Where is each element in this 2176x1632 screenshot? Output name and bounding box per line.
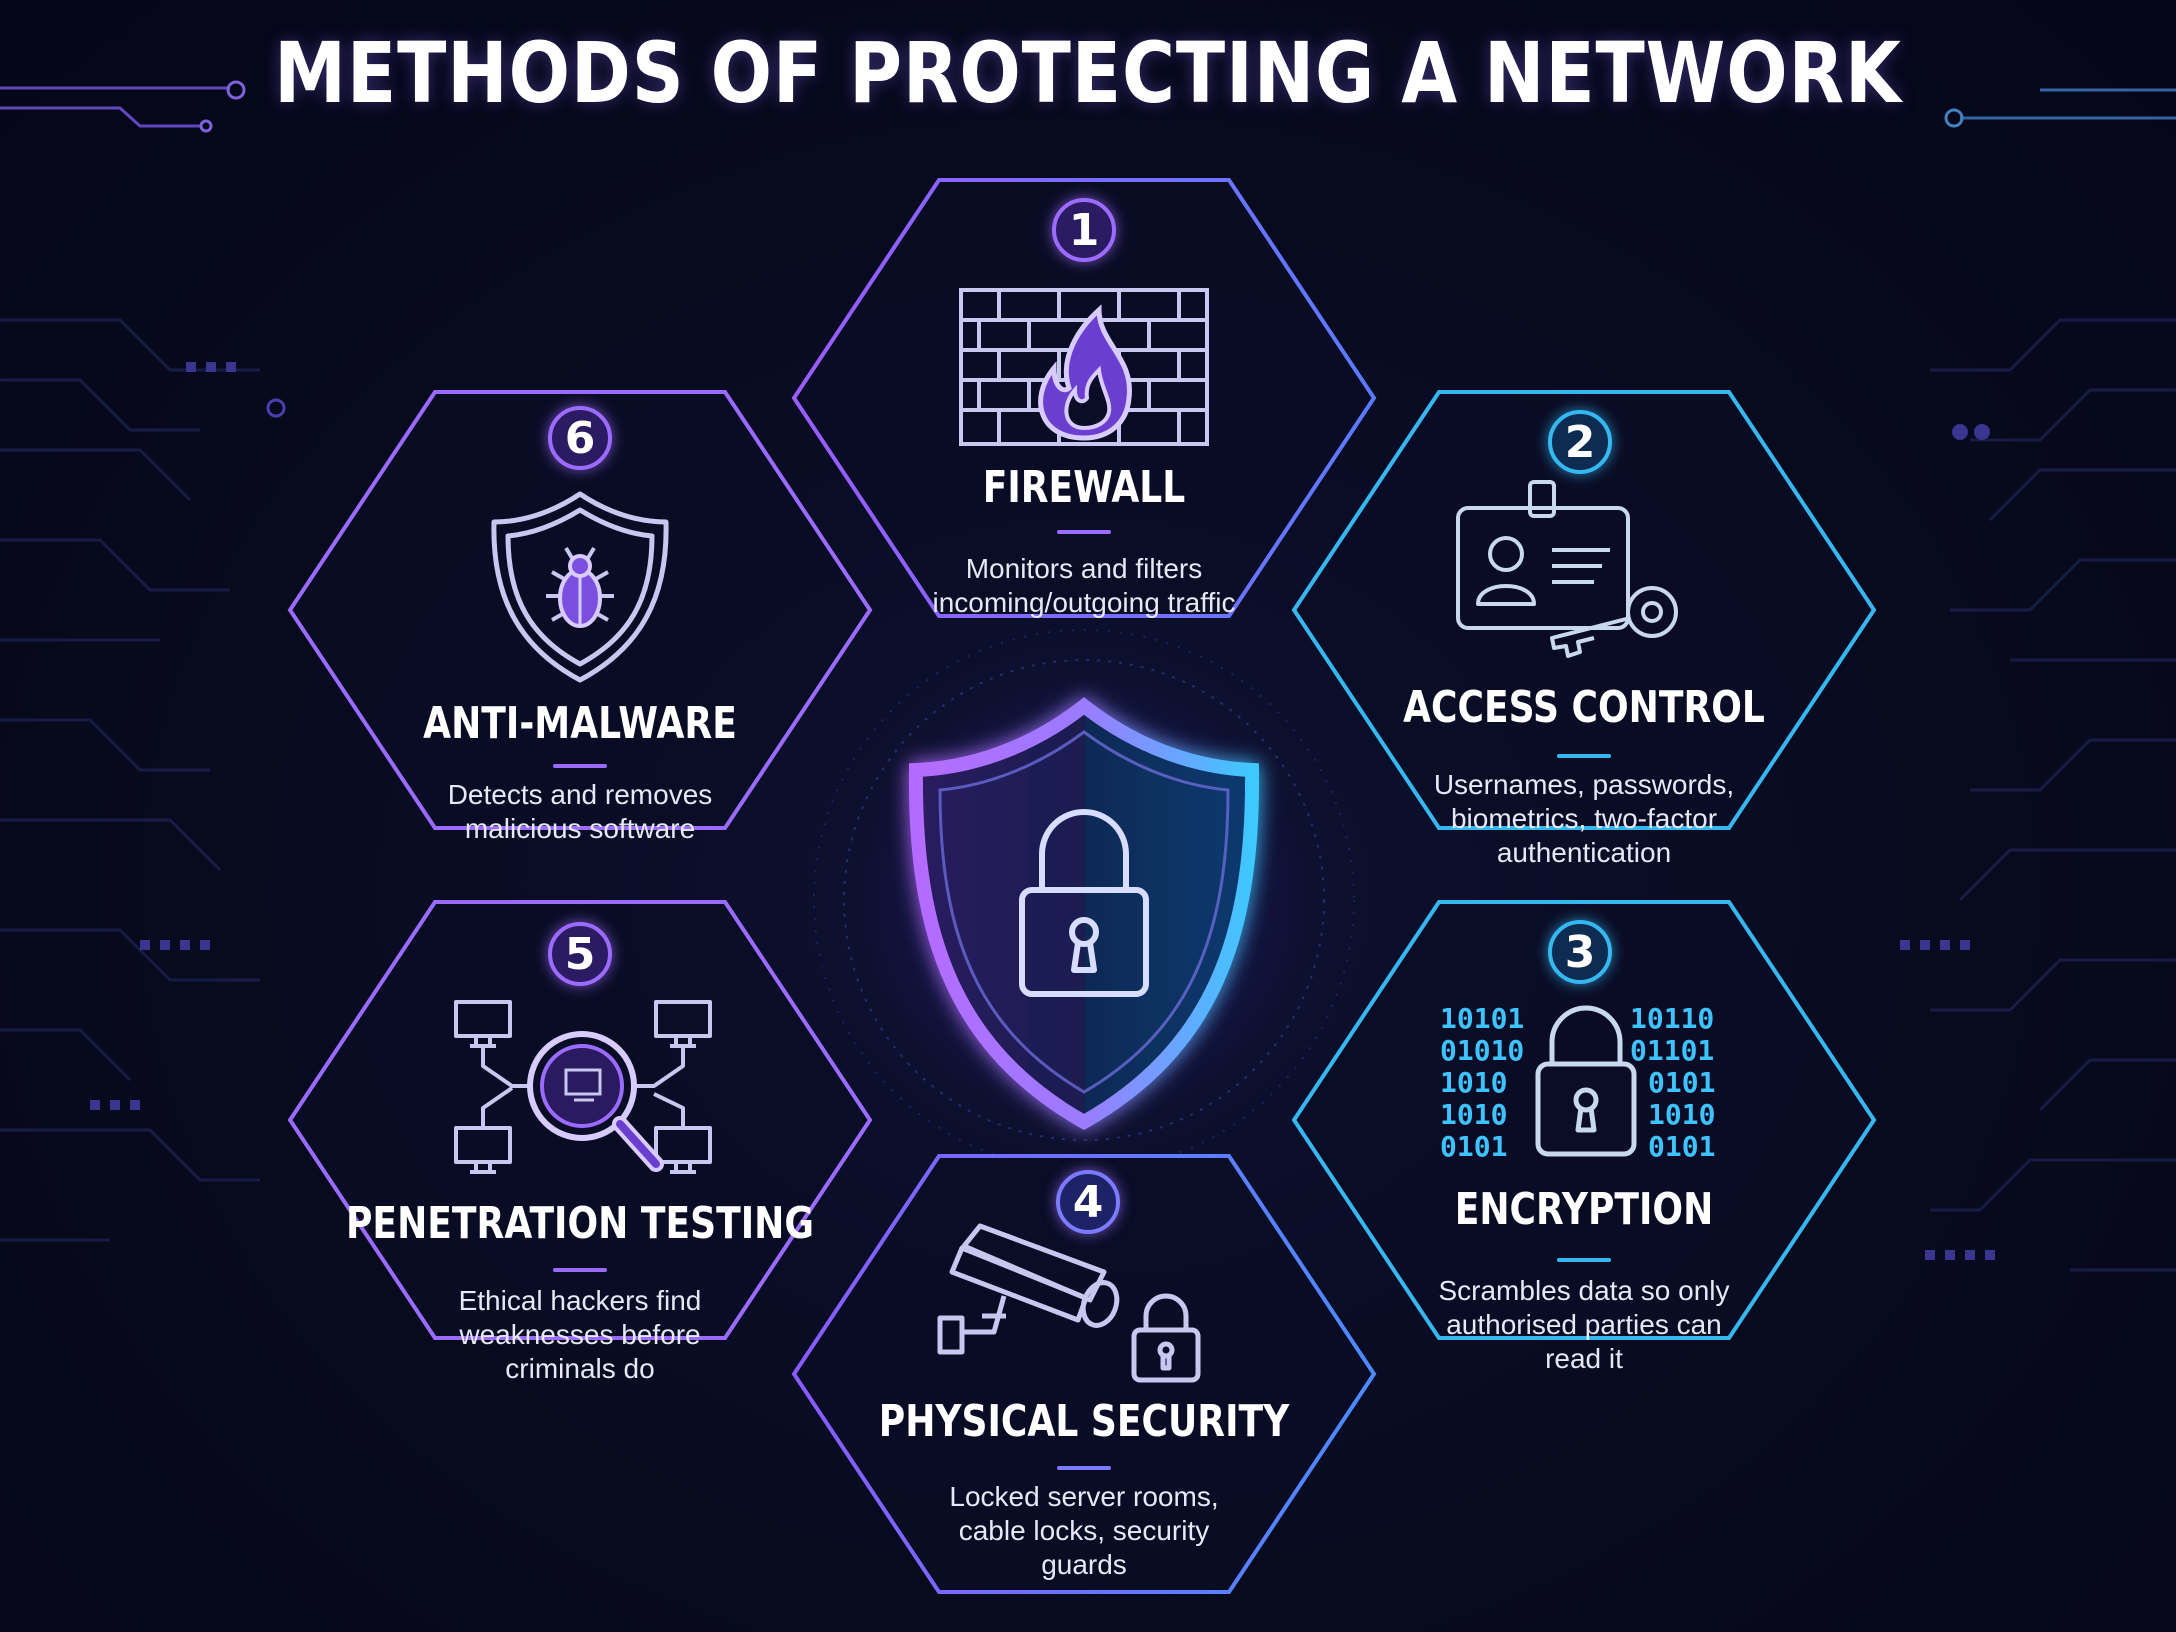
binary-lock-icon: 10101 01010 1010 1010 0101 10110 01101 0…	[1440, 1002, 1715, 1163]
description-line: malicious software	[464, 813, 696, 844]
title-underline	[1557, 1258, 1611, 1262]
title-underline	[1057, 1466, 1111, 1470]
binary-text-left: 1010	[1440, 1066, 1507, 1099]
title-underline	[553, 764, 607, 768]
description-line: Monitors and filters	[965, 553, 1203, 584]
description-line: biometrics, two-factor	[1450, 803, 1718, 834]
method-description: Monitors and filters incoming/outgoing t…	[884, 552, 1284, 620]
title-underline	[1557, 754, 1611, 758]
description-line: cable locks, security	[958, 1515, 1210, 1546]
method-card-anti-malware: 6 ANTI-MALWARE Detects and removes malic…	[287, 360, 873, 860]
description-line: guards	[1041, 1549, 1127, 1580]
hexagon-frame	[791, 1154, 1377, 1594]
binary-text-right: 0101	[1648, 1130, 1715, 1163]
binary-text-left: 1010	[1440, 1098, 1507, 1131]
description-line: Detects and removes	[447, 779, 713, 810]
description-line: incoming/outgoing traffic	[932, 587, 1236, 618]
binary-text-left: 01010	[1440, 1034, 1524, 1067]
shield-lock-icon	[908, 697, 1260, 1131]
camera-padlock-icon	[937, 1223, 1201, 1383]
title-underline	[553, 1268, 607, 1272]
method-card-encryption: 3 10101 01010 1010 1010 0101 10110 01101…	[1291, 870, 1877, 1374]
shield-bug-icon	[491, 491, 669, 683]
method-card-firewall: 1 FIREWALL Monitors and filters incoming…	[791, 148, 1377, 648]
description-line: Usernames, passwords,	[1433, 769, 1735, 800]
step-number-badge: 5	[548, 922, 612, 986]
method-description: Ethical hackers find weaknesses before c…	[380, 1284, 780, 1386]
binary-text-right: 10110	[1630, 1002, 1714, 1035]
step-number-badge: 3	[1548, 920, 1612, 984]
magnifier-network-icon	[454, 1000, 712, 1174]
description-line: authentication	[1496, 837, 1672, 868]
method-description: Detects and removes malicious software	[380, 778, 780, 846]
method-title: PHYSICAL SECURITY	[878, 1396, 1290, 1447]
method-description: Scrambles data so only authorised partie…	[1384, 1274, 1784, 1376]
description-line: Scrambles data so only	[1438, 1275, 1730, 1306]
method-title: ENCRYPTION	[1454, 1184, 1714, 1235]
method-description: Usernames, passwords, biometrics, two-fa…	[1384, 768, 1784, 870]
firewall-icon	[959, 288, 1209, 446]
method-title: ACCESS CONTROL	[1403, 682, 1765, 733]
binary-text-left: 0101	[1440, 1130, 1507, 1163]
description-line: read it	[1545, 1343, 1623, 1374]
description-line: Locked server rooms,	[949, 1481, 1219, 1512]
description-line: authorised parties can	[1446, 1309, 1722, 1340]
step-number-badge: 4	[1056, 1170, 1120, 1234]
binary-text-left: 10101	[1440, 1002, 1524, 1035]
binary-text-right: 0101	[1648, 1066, 1715, 1099]
description-line: weaknesses before	[459, 1319, 701, 1350]
method-card-access-control: 2 ACCESS CONTROL Usernames, passwords, b…	[1291, 360, 1877, 868]
hexagon-frame	[1291, 390, 1877, 830]
binary-text-right: 01101	[1630, 1034, 1714, 1067]
method-card-penetration-testing: 5 PENETRATION TESTING Ethical hackers fi…	[287, 870, 873, 1384]
page-title: METHODS OF PROTECTING A NETWORK	[274, 24, 1902, 122]
id-card-key-icon	[1456, 480, 1678, 658]
method-description: Locked server rooms, cable locks, securi…	[884, 1480, 1284, 1582]
description-line: criminals do	[505, 1353, 655, 1384]
step-number-badge: 1	[1052, 198, 1116, 262]
description-line: Ethical hackers find	[458, 1285, 702, 1316]
method-title: PENETRATION TESTING	[345, 1198, 814, 1249]
method-card-physical-security: 4 PHYSICAL SECURITY Locked server rooms,…	[791, 1124, 1377, 1624]
method-title: ANTI-MALWARE	[423, 698, 737, 749]
step-number-badge: 6	[548, 406, 612, 470]
binary-text-right: 1010	[1648, 1098, 1715, 1131]
step-number-badge: 2	[1548, 410, 1612, 474]
title-underline	[1057, 530, 1111, 534]
method-title: FIREWALL	[982, 462, 1186, 513]
